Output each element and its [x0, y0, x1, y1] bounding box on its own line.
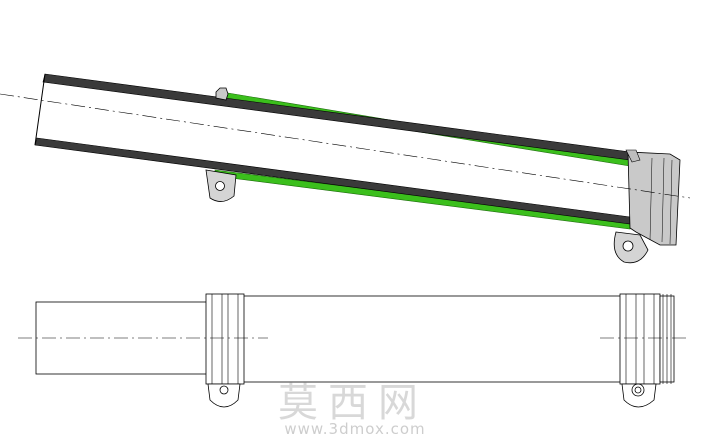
liner-bottom — [214, 169, 631, 230]
pipe-main-body — [239, 295, 623, 383]
watermark-site-name: 莫西网 — [278, 380, 428, 426]
elevation-view — [18, 293, 690, 408]
watermark-url: www.3dmox.com — [284, 420, 426, 438]
threaded-end — [659, 294, 675, 384]
pipe-wall-top — [42, 73, 631, 161]
bracket-top — [215, 87, 229, 101]
section-view — [0, 73, 691, 264]
pipe-open-end — [34, 73, 46, 146]
end-fitting — [625, 149, 681, 246]
collar-left — [205, 293, 245, 408]
section-center-line — [0, 93, 691, 199]
clamp-lug-left — [205, 169, 237, 202]
collar-right — [619, 293, 661, 408]
clamp-lug-right — [613, 231, 649, 264]
